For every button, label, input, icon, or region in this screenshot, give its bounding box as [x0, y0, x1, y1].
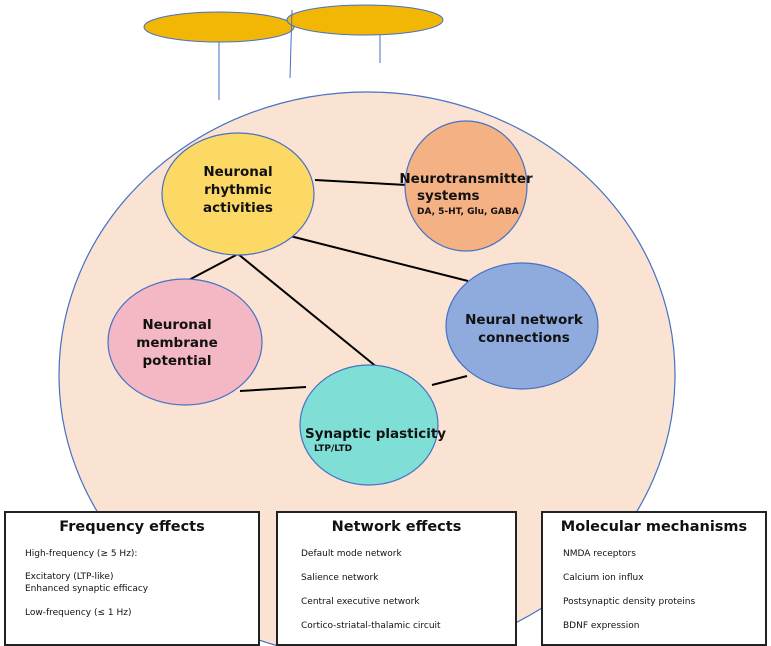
molecular-item: NMDA receptors: [563, 549, 636, 559]
node-rhythmic-label-2: rhythmic: [204, 182, 272, 198]
node-plasticity-sub: LTP/LTD: [314, 444, 352, 454]
node-rhythmic-label-3: activities: [203, 200, 273, 216]
node-neurotransmitter: Neurotransmitter systems DA, 5-HT, Glu, …: [399, 120, 533, 252]
node-neurotransmitter-label-1: Neurotransmitter: [399, 171, 533, 187]
network-item: Central executive network: [301, 597, 420, 607]
molecular-item: BDNF expression: [563, 621, 640, 631]
network-item: Salience network: [301, 573, 379, 583]
network-effects-box: Network effects Default mode network Sal…: [276, 511, 517, 646]
network-item: Default mode network: [301, 549, 402, 559]
node-plasticity-circle: [299, 364, 439, 486]
frequency-item: High-frequency (≥ 5 Hz):: [25, 549, 138, 559]
frequency-item: Excitatory (LTP-like): [25, 572, 114, 582]
node-plasticity-label-1: Synaptic plasticity: [305, 426, 446, 442]
node-rhythmic: Neuronal rhythmic activities: [161, 132, 315, 256]
molecular-mechanisms-box: Molecular mechanisms NMDA receptors Calc…: [541, 511, 767, 646]
node-membrane: Neuronal membrane potential: [107, 278, 263, 406]
connectors: [184, 179, 469, 392]
network-effects-title: Network effects: [331, 519, 462, 535]
node-membrane-label-3: potential: [143, 353, 212, 369]
node-plasticity: Synaptic plasticity LTP/LTD: [299, 364, 446, 486]
molecular-mechanisms-title: Molecular mechanisms: [560, 519, 748, 535]
molecular-item: Calcium ion influx: [563, 573, 644, 583]
node-membrane-circle: [107, 278, 263, 406]
coil-shape: [143, 4, 444, 100]
node-neurotransmitter-sub: DA, 5-HT, Glu, GABA: [417, 207, 519, 217]
node-network: Neural network connections: [445, 262, 599, 390]
coil-wing-right: [286, 4, 444, 36]
node-neurotransmitter-circle: [404, 120, 528, 252]
frequency-effects-title: Frequency effects: [59, 519, 205, 535]
node-membrane-label-2: membrane: [136, 335, 218, 351]
node-network-label-2: connections: [478, 330, 570, 346]
connector-rhythmic-plasticity: [237, 253, 379, 369]
frequency-item: Low-frequency (≤ 1 Hz): [25, 608, 132, 618]
molecular-item: Postsynaptic density proteins: [563, 597, 696, 607]
node-network-circle: [445, 262, 599, 390]
connector-rhythmic-neurotransmitter: [314, 179, 408, 186]
connector-rhythmic-membrane: [184, 253, 239, 283]
connector-network-plasticity: [431, 375, 468, 386]
node-neurotransmitter-label-2: systems: [417, 188, 480, 204]
coil-wing-left: [143, 11, 295, 43]
frequency-effects-box: Frequency effects High-frequency (≥ 5 Hz…: [4, 511, 260, 646]
node-rhythmic-circle: [161, 132, 315, 256]
node-rhythmic-label-1: Neuronal: [203, 164, 272, 180]
frequency-item: Enhanced synaptic efficacy: [25, 584, 149, 594]
network-item: Cortico-striatal-thalamic circuit: [301, 621, 441, 631]
connector-membrane-plasticity: [239, 386, 307, 392]
coil-handle-middle: [289, 9, 293, 79]
node-membrane-label-1: Neuronal: [142, 317, 211, 333]
node-network-label-1: Neural network: [465, 312, 584, 328]
connector-rhythmic-network: [289, 235, 469, 282]
